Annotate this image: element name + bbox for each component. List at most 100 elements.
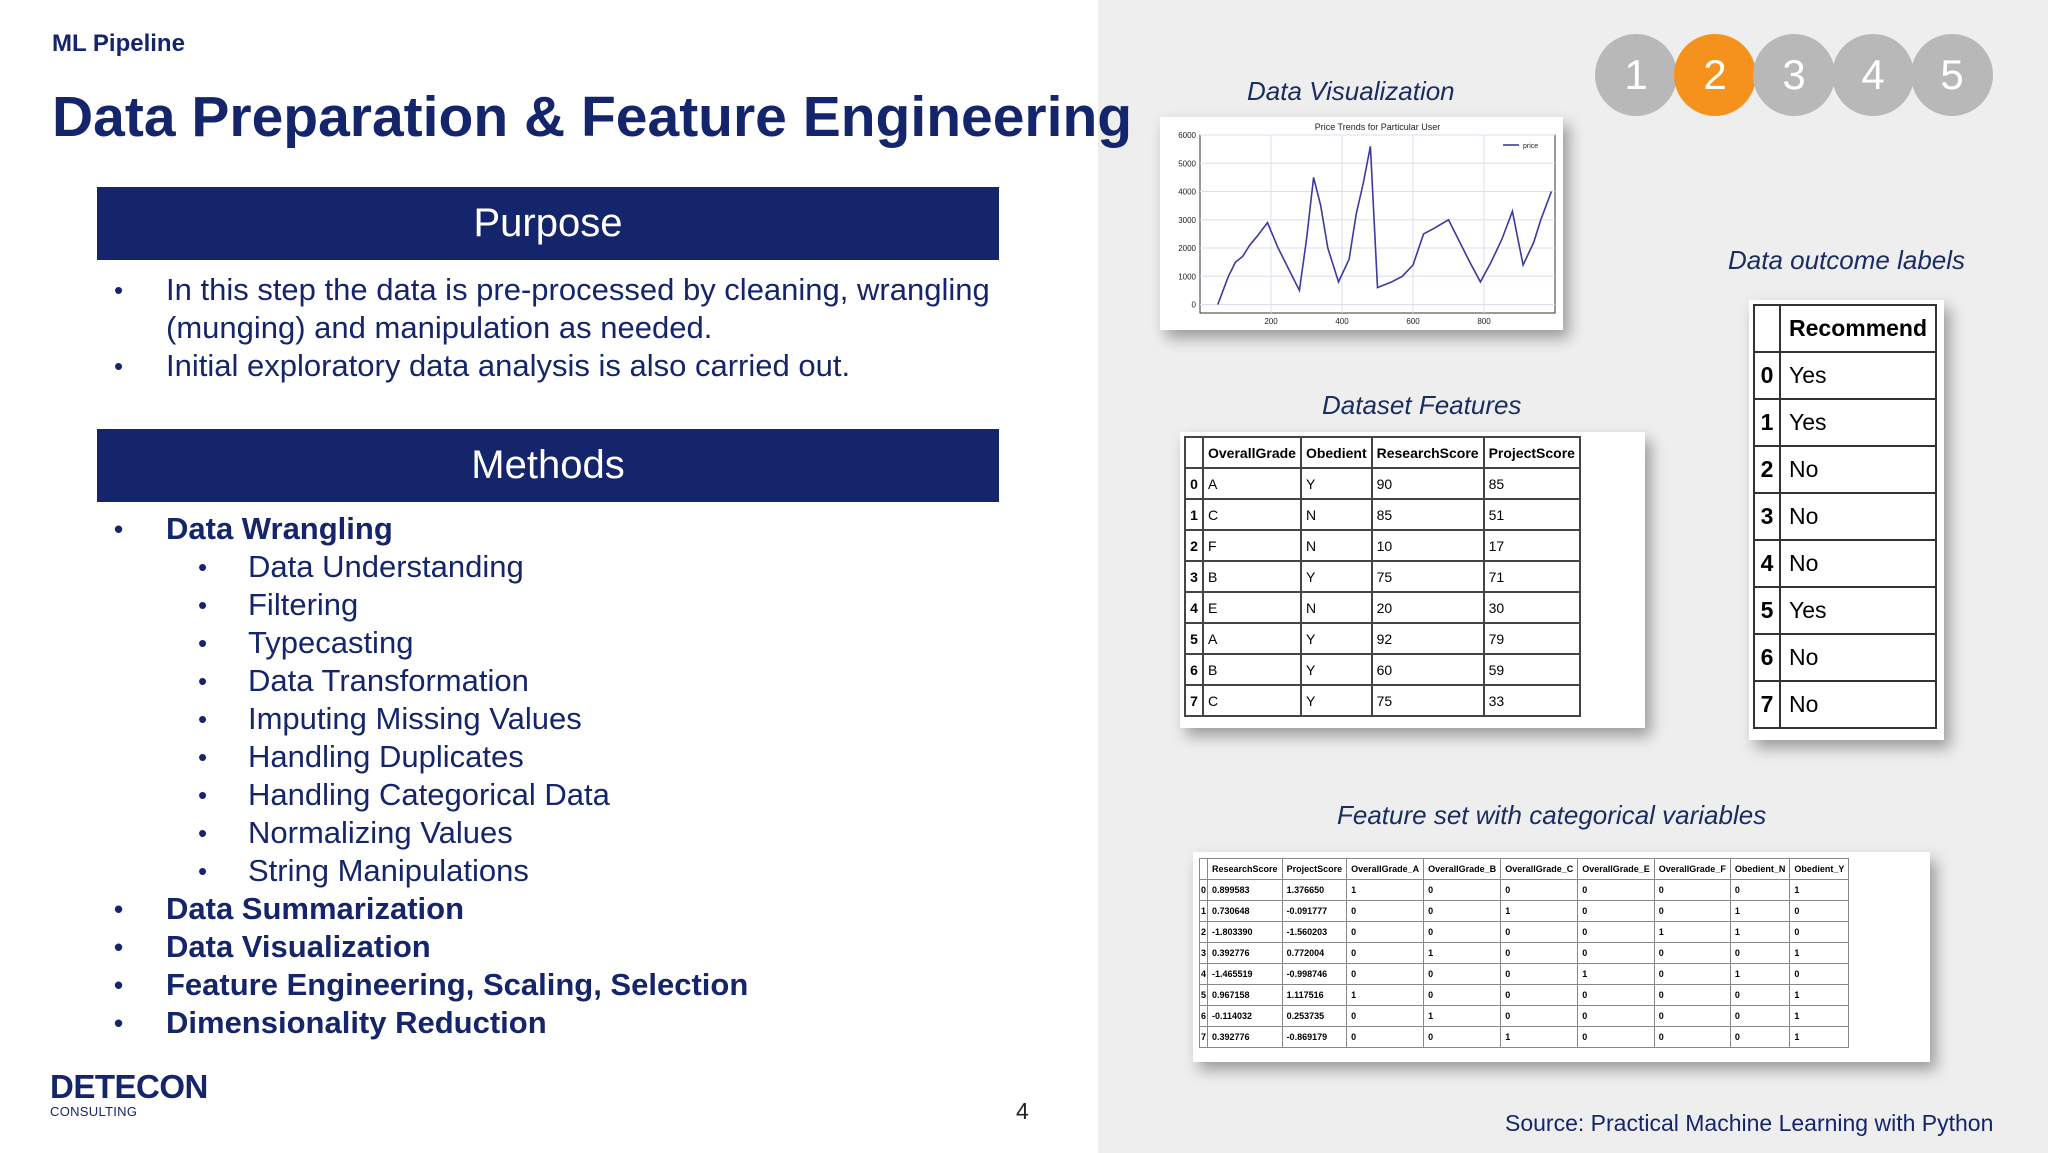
table-cell: 1 <box>1729 963 1791 985</box>
caption-dataset-features: Dataset Features <box>1322 390 1522 420</box>
logo-sub: CONSULTING <box>50 1104 138 1119</box>
cat-column-header: Obedient_Y <box>1789 858 1850 880</box>
features-index-header <box>1184 436 1204 469</box>
table-cell: 0 <box>1500 879 1579 901</box>
table-cell: N <box>1299 591 1373 624</box>
table-cell: -1.803390 <box>1207 921 1283 943</box>
cat-column-header: OverallGrade_E <box>1577 858 1655 880</box>
step-indicator: 1 2 3 4 5 <box>1595 34 1993 116</box>
step-1[interactable]: 1 <box>1595 34 1677 116</box>
table-cell: 0 <box>1423 963 1502 985</box>
table-cell: 0 <box>1577 900 1655 922</box>
table-cell: 0 <box>1346 921 1425 943</box>
table-cell: N <box>1299 529 1373 562</box>
labels-column-header: Recommend <box>1778 304 1938 353</box>
table-cell: 10 <box>1370 529 1485 562</box>
table-cell: A <box>1202 467 1302 500</box>
step-5[interactable]: 5 <box>1911 34 1993 116</box>
table-cell: 0 <box>1346 900 1425 922</box>
table-cell: 0 <box>1729 1005 1791 1027</box>
table-cell: E <box>1202 591 1302 624</box>
table-cell: -0.114032 <box>1207 1005 1283 1027</box>
row-index: 5 <box>1184 622 1204 655</box>
cat-column-header: ResearchScore <box>1207 858 1283 880</box>
table-cell: 0.253735 <box>1281 1005 1348 1027</box>
table-cell: 0 <box>1500 984 1579 1006</box>
table-cell: 0 <box>1423 1026 1502 1048</box>
table-cell: 79 <box>1482 622 1581 655</box>
chart-title: Price Trends for Particular User <box>1315 122 1441 132</box>
table-cell: 1 <box>1789 942 1850 964</box>
table-cell: No <box>1778 539 1938 588</box>
table-cell: 75 <box>1370 684 1485 717</box>
table-cell: 0.730648 <box>1207 900 1283 922</box>
table-cell: 71 <box>1482 560 1581 593</box>
table-cell: 1 <box>1500 1026 1579 1048</box>
step-3[interactable]: 3 <box>1753 34 1835 116</box>
row-index: 4 <box>1198 963 1209 985</box>
table-cell: 1 <box>1653 921 1731 943</box>
table-cell: 51 <box>1482 498 1581 531</box>
page-title: Data Preparation & Feature Engineering <box>52 85 1133 149</box>
y-tick-label: 4000 <box>1178 188 1196 197</box>
page-number: 4 <box>1016 1098 1029 1124</box>
table-cell: 0 <box>1653 879 1731 901</box>
price-series-line <box>1217 146 1553 305</box>
table-cell: 90 <box>1370 467 1485 500</box>
cat-column-header: OverallGrade_B <box>1423 858 1502 880</box>
table-cell: 0 <box>1653 1026 1731 1048</box>
table-cell: -0.998746 <box>1281 963 1348 985</box>
labels-index-header <box>1753 304 1781 353</box>
y-tick-label: 6000 <box>1178 131 1196 140</box>
table-cell: 0 <box>1653 900 1731 922</box>
row-index: 0 <box>1753 351 1781 400</box>
row-index: 3 <box>1198 942 1209 964</box>
cat-column-header: ProjectScore <box>1281 858 1348 880</box>
y-tick-label: 3000 <box>1178 216 1196 225</box>
table-cell: 0 <box>1789 921 1850 943</box>
features-column-header: ProjectScore <box>1482 436 1581 469</box>
cat-column-header: OverallGrade_C <box>1500 858 1579 880</box>
row-index: 5 <box>1198 984 1209 1006</box>
row-index: 7 <box>1753 680 1781 729</box>
table-cell: Y <box>1299 622 1373 655</box>
table-cell: 0 <box>1423 900 1502 922</box>
x-tick-label: 600 <box>1406 317 1420 326</box>
caption-outcome-labels: Data outcome labels <box>1728 245 1966 275</box>
table-cell: Y <box>1299 467 1373 500</box>
table-cell: F <box>1202 529 1302 562</box>
row-index: 5 <box>1753 586 1781 635</box>
methods-list: Data Wrangling Data Understanding Filter… <box>114 510 1046 1042</box>
table-cell: 0 <box>1423 921 1502 943</box>
table-cell: 1 <box>1500 900 1579 922</box>
table-cell: 1 <box>1729 900 1791 922</box>
table-cell: 1 <box>1789 879 1850 901</box>
step-2-active[interactable]: 2 <box>1674 34 1756 116</box>
step-4[interactable]: 4 <box>1832 34 1914 116</box>
purpose-heading: Purpose <box>473 201 623 245</box>
table-cell: Y <box>1299 684 1373 717</box>
table-cell: N <box>1299 498 1373 531</box>
table-cell: 1.376650 <box>1281 879 1348 901</box>
table-cell: No <box>1778 492 1938 541</box>
table-cell: 0 <box>1500 942 1579 964</box>
cat-index-header <box>1198 858 1209 880</box>
table-cell: 30 <box>1482 591 1581 624</box>
table-cell: 0 <box>1346 1005 1425 1027</box>
